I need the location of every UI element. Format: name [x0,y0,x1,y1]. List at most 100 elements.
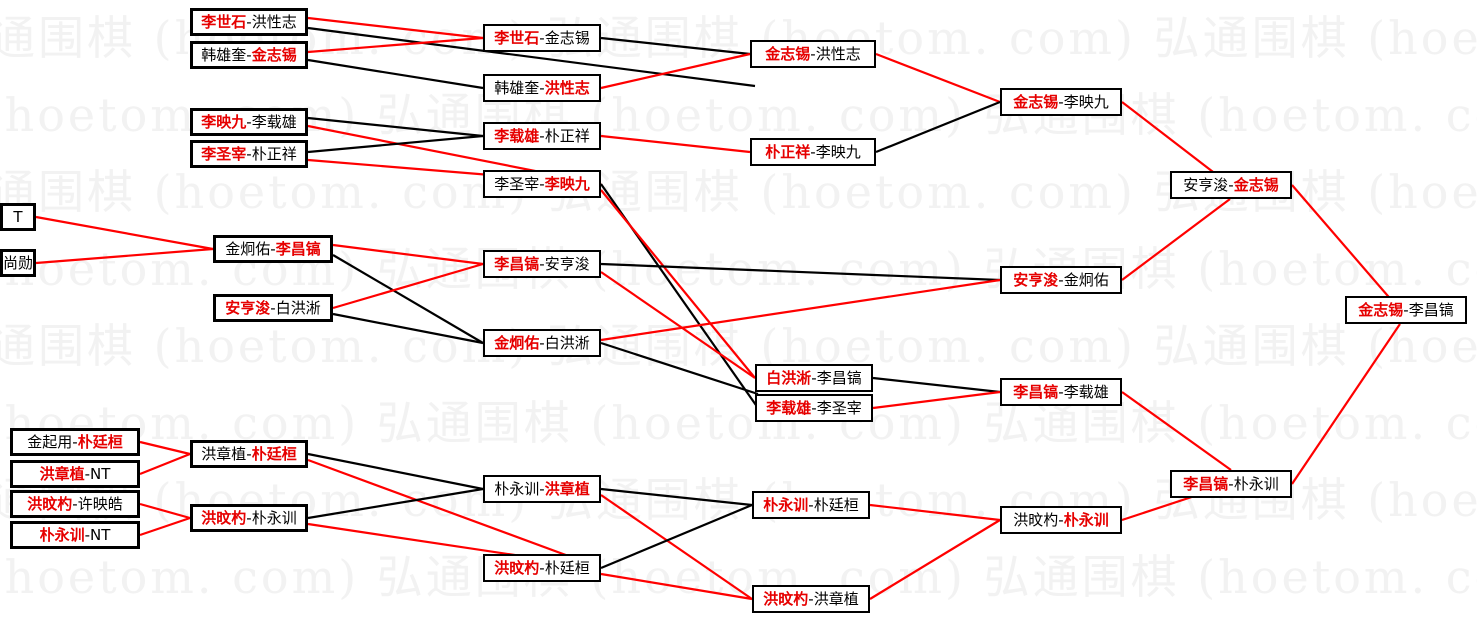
versus-separator: - [1228,474,1234,493]
bracket-edge [332,243,484,266]
player-winner: 朴永训 [1063,510,1109,529]
match-node[interactable]: 李载雄-朴正祥 [483,122,601,150]
player-loser: 洪性志 [251,12,297,31]
match-node[interactable]: 李圣宰-朴正祥 [190,140,308,168]
player-winner: 金炯佑 [494,333,540,352]
match-node[interactable]: 金志锡-李映九 [1000,88,1122,116]
match-node[interactable]: 朴永训-NT [10,521,140,549]
match-node[interactable]: 李昌镐-朴永训 [1170,470,1292,498]
player-winner: 洪性志 [544,78,590,97]
versus-separator: - [810,142,816,161]
bracket-edge [600,134,751,154]
versus-separator: - [1058,270,1064,289]
match-node[interactable]: 李昌镐-安亨浚 [483,250,601,278]
player-loser: 安亨浚 [544,254,590,273]
player-loser: 金炯佑 [1063,270,1109,289]
match-node[interactable]: 朴永训-洪章植 [483,475,601,503]
versus-separator: - [1058,92,1064,111]
player-winner: 洪旼杓 [763,589,809,608]
player-winner: 白洪淅 [766,368,812,387]
versus-separator: - [539,126,545,145]
player-winner: 洪旼杓 [201,508,247,527]
versus-separator: - [1058,510,1064,529]
player-loser: 李载雄 [251,112,297,131]
player-loser: 韩雄奎 [494,78,540,97]
player-loser: 李圣宰 [494,174,540,193]
player-winner: 李圣宰 [201,144,247,163]
player-winner: 李世石 [494,28,540,47]
match-node[interactable]: 金志锡-李昌镐 [1345,296,1467,324]
bracket-edge [875,100,1001,154]
bracket-edge [139,502,191,520]
player-loser: 洪旼杓 [1013,510,1059,529]
bracket-edge [307,26,756,88]
player-loser: 金炯佑 [225,239,271,258]
match-node[interactable]: 李映九-李载雄 [190,108,308,136]
versus-separator: - [539,254,545,273]
match-node[interactable]: 洪旼杓-朴永训 [1000,506,1122,534]
match-node[interactable]: 洪旼杓-朴廷桓 [483,554,601,582]
bracket-edge [869,519,1001,600]
player-winner: 李世石 [201,12,247,31]
bracket-edge [600,52,751,90]
versus-separator: - [270,239,276,258]
match-node[interactable]: 白洪淅-李昌镐 [755,364,873,392]
match-node[interactable]: 李世石-金志锡 [483,24,601,52]
match-node[interactable]: 金志锡-洪性志 [750,40,876,68]
versus-separator: - [84,464,91,483]
match-node[interactable]: 韩雄奎-金志锡 [190,41,308,69]
match-node[interactable]: 李世石-洪性志 [190,8,308,36]
match-node[interactable]: T [0,203,36,231]
bracket-edge [600,278,1001,342]
bracket-edge [1291,184,1401,311]
bracket-edge [35,247,214,265]
versus-separator: - [246,144,252,163]
match-node[interactable]: 金起用-朴廷桓 [10,428,140,456]
player-loser: 洪性志 [815,44,861,63]
match-node[interactable]: 李圣宰-李映九 [483,170,601,198]
player-loser: 白洪淅 [544,333,590,352]
match-node[interactable]: 安亨浚-白洪淅 [213,294,333,322]
match-node[interactable]: 金炯佑-白洪淅 [483,329,601,357]
versus-separator: - [811,368,817,387]
versus-separator: - [246,508,252,527]
player-loser: 安亨浚 [1183,175,1229,194]
versus-separator: - [246,12,252,31]
bracket-edge [1121,198,1231,281]
player-winner: 金志锡 [1358,300,1404,319]
match-node[interactable]: 洪旼杓-洪章植 [752,585,870,613]
match-node[interactable]: 洪章植-NT [10,460,140,488]
match-node[interactable]: 李昌镐-李载雄 [1000,378,1122,406]
player-winner: 朴正祥 [765,142,811,161]
match-node[interactable]: 安亨浚-金志锡 [1170,171,1292,199]
player-winner: 朴廷桓 [251,444,297,463]
match-node[interactable]: 金炯佑-李昌镐 [213,235,333,263]
match-node[interactable]: 李载雄-李圣宰 [755,394,873,422]
match-node[interactable]: 朴永训-朴廷桓 [752,491,870,519]
versus-separator: - [270,298,276,317]
bracket-edge [307,452,484,491]
bracket-edge [35,215,214,251]
player-loser: 洪章植 [813,589,859,608]
match-node[interactable]: 韩雄奎-洪性志 [483,74,601,102]
match-node[interactable]: 洪章植-朴廷桓 [190,440,308,468]
match-node[interactable]: 洪旼杓-朴永训 [190,504,308,532]
bracket-edge [600,503,753,570]
match-node[interactable]: 朴正祥-李映九 [750,138,876,166]
player-loser: 白洪淅 [275,298,321,317]
match-node[interactable]: 洪旼杓-许映皓 [10,490,140,518]
versus-separator: - [246,45,252,64]
player-loser: 李映九 [1063,92,1109,111]
player-winner: 朴永训 [39,525,85,544]
versus-separator: - [811,398,817,417]
versus-separator: - [246,444,252,463]
bracket-edge [332,254,484,344]
player-winner: 洪章植 [39,464,85,483]
match-node[interactable]: 尚勋 [0,249,36,277]
versus-separator: - [539,78,545,97]
match-node[interactable]: 安亨浚-金炯佑 [1000,266,1122,294]
versus-separator: - [1403,300,1409,319]
bracket-edge [872,376,1001,394]
bracket-edge [307,487,484,520]
